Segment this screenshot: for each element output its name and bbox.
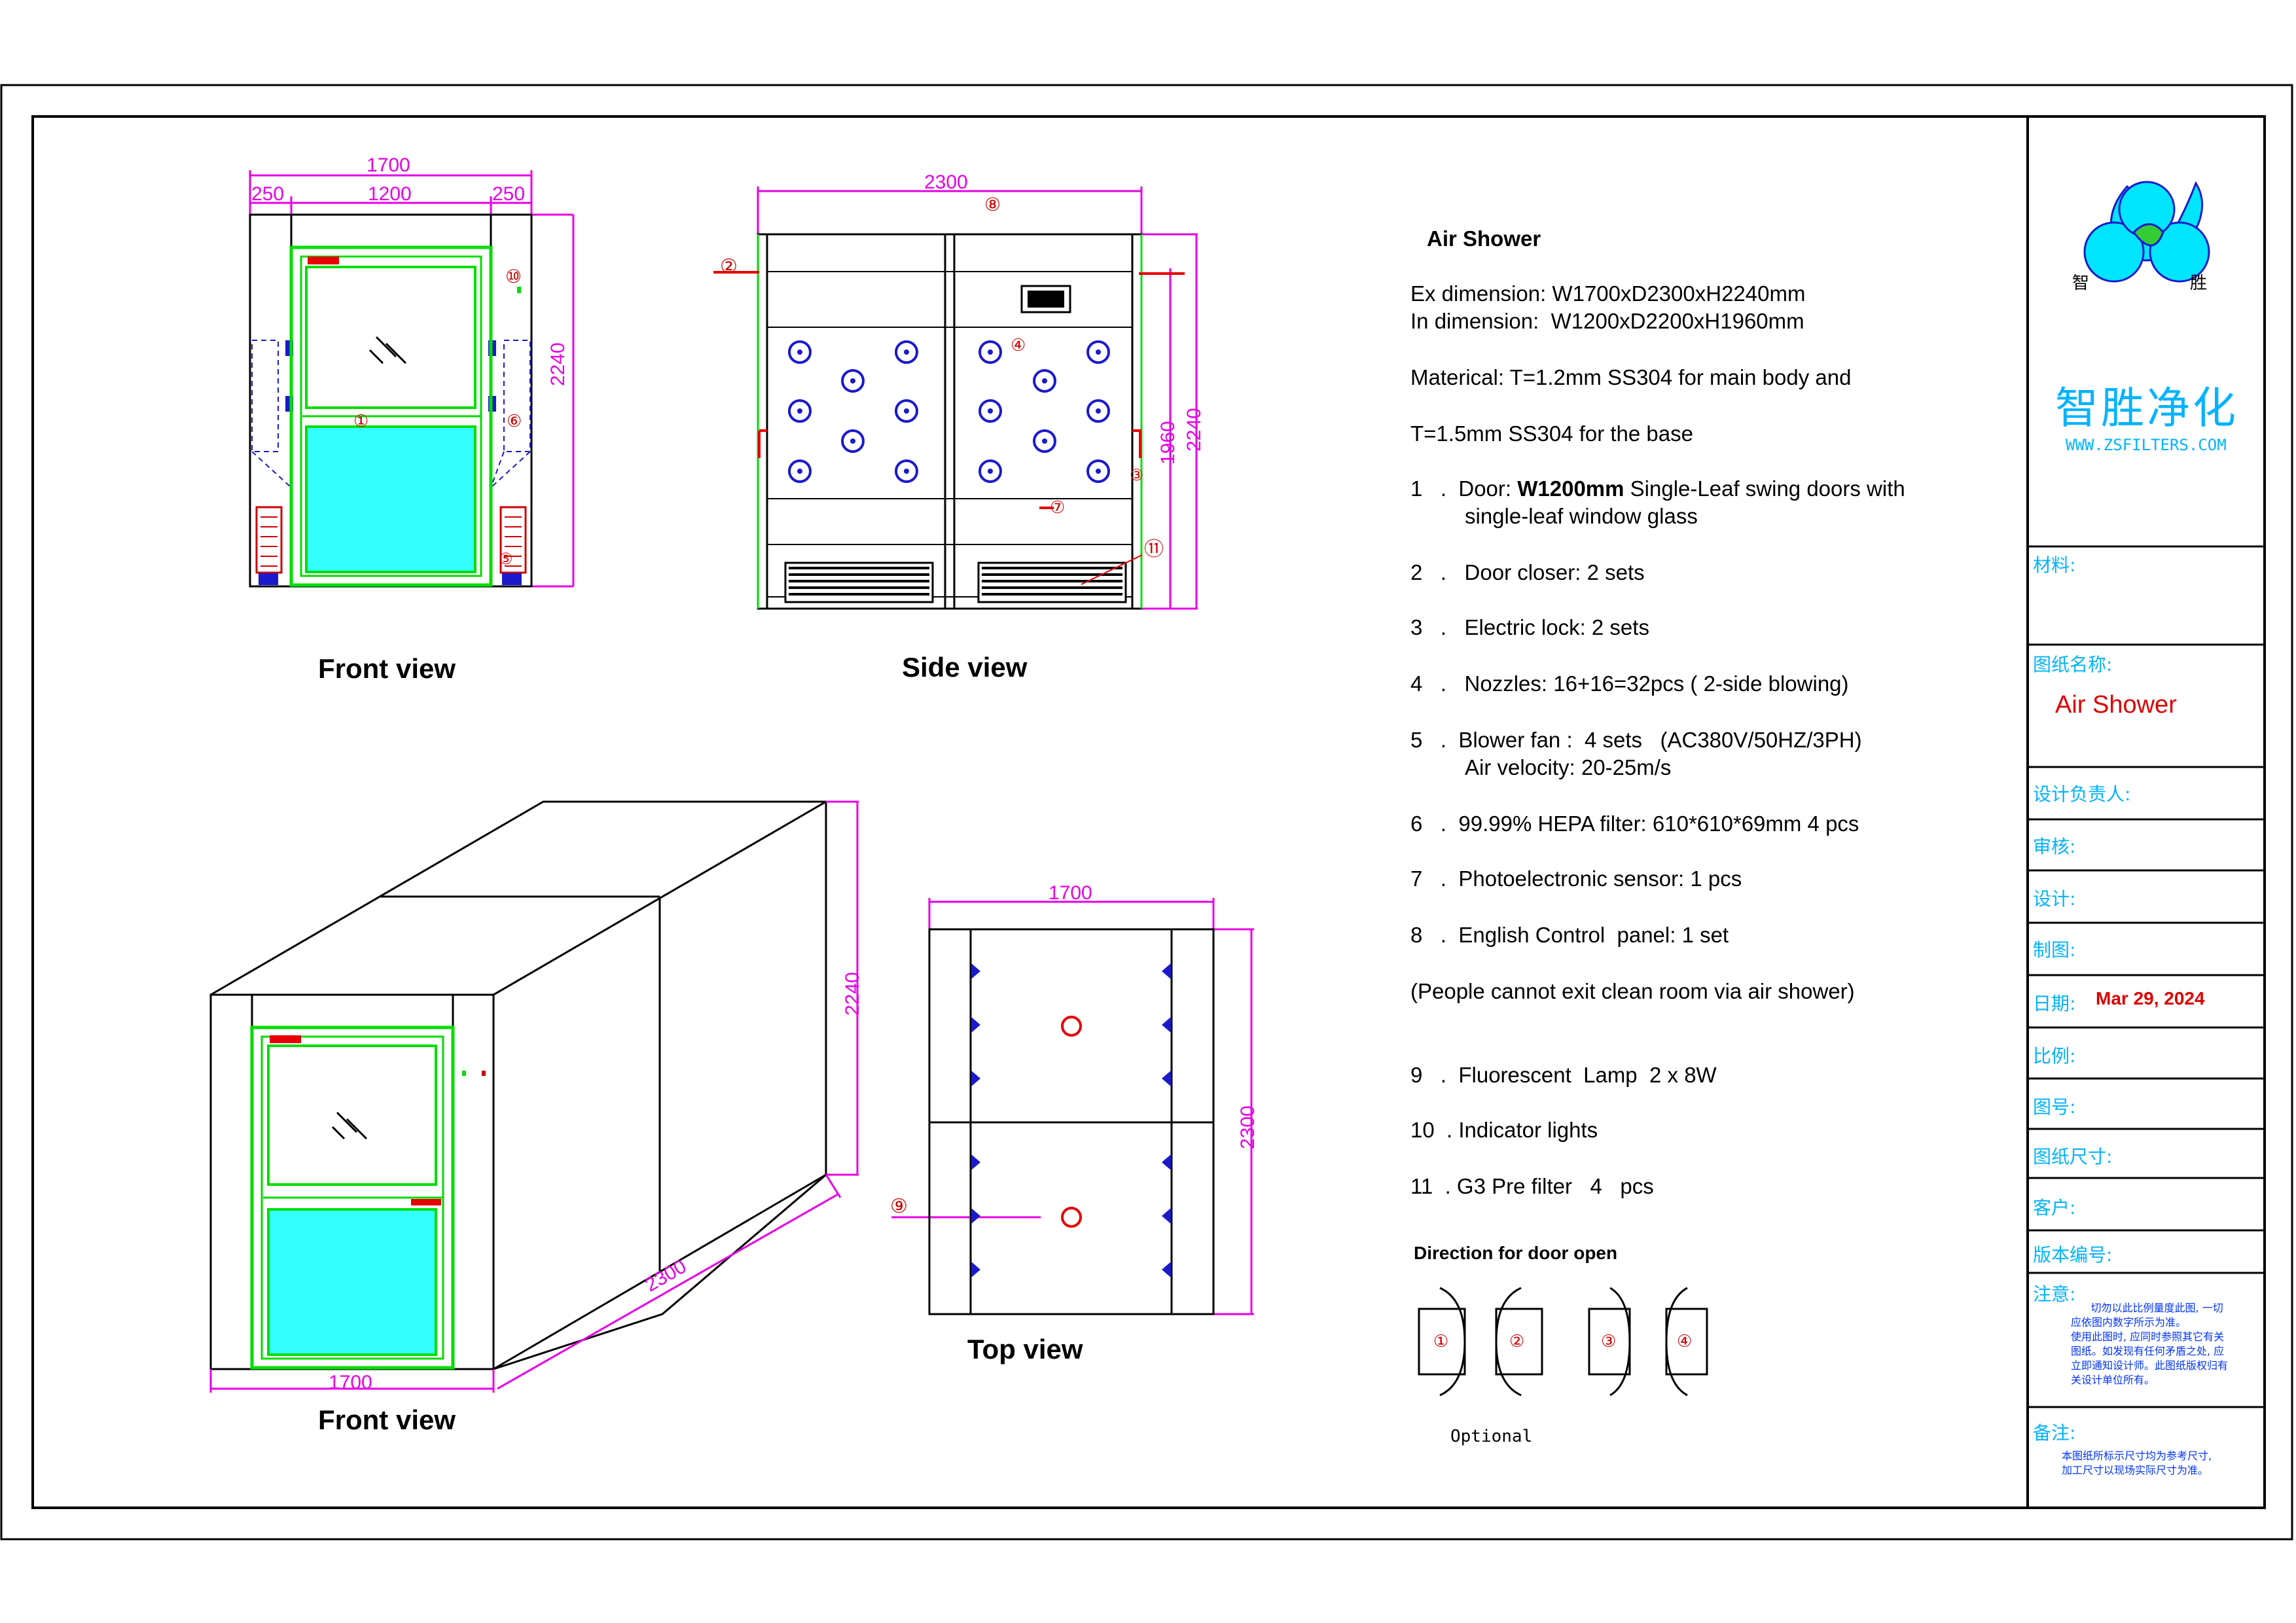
spec-item-1: 1 . Door: W1200mm Single-Leaf swing door… — [1410, 475, 2000, 503]
callout-4: ④ — [1011, 335, 1026, 355]
drawing-name-label: 图纸名称: — [2033, 654, 2113, 675]
side-view-drawing — [713, 187, 1198, 610]
side-height-dim: 2240 — [1183, 408, 1205, 452]
door-dir-3: ③ — [1601, 1331, 1617, 1351]
spec-note: (People cannot exit clean room via air s… — [1410, 979, 1855, 1003]
spec-material-1: Materical: T=1.2mm SS304 for main body a… — [1410, 365, 1852, 389]
spec-item-10: 10 . Indicator lights — [1410, 1118, 1598, 1142]
logo-char-left: 智 — [2072, 274, 2090, 293]
spec-item-5: 5 . Blower fan : 4 sets (AC380V/50HZ/3PH… — [1410, 728, 1862, 752]
optional-label: Optional — [1450, 1427, 1533, 1446]
spec-item-7: 7 . Photoelectronic sensor: 1 pcs — [1410, 866, 1742, 891]
sheet-size-label: 图纸尺寸: — [2033, 1146, 2113, 1168]
iso-dimensions — [209, 800, 859, 1393]
door-dir-4: ④ — [1677, 1331, 1693, 1351]
callout-7: ⑦ — [1050, 497, 1066, 517]
remark-label: 备注: — [2033, 1422, 2076, 1444]
spec-item-1-num: 1 . — [1410, 476, 1447, 501]
spec-item-11: 11 . G3 Pre filter 4 pcs — [1410, 1174, 1654, 1198]
door-direction-icons — [1418, 1287, 1708, 1397]
remark-text: 本图纸所标示尺寸均为参考尺寸, 加工尺寸以现场实际尺寸为准。 — [2062, 1450, 2212, 1476]
top-view-caption: Top view — [967, 1334, 1083, 1364]
drawing-name: Air Shower — [2055, 691, 2177, 719]
spec-item-8: 8 . English Control panel: 1 set — [1410, 923, 1729, 947]
spec-item-2: 2 . Door closer: 2 sets — [1410, 560, 1645, 584]
outer-border — [0, 84, 2293, 1541]
spec-item-6: 6 . 99.99% HEPA filter: 610*610*69mm 4 p… — [1410, 812, 1859, 836]
draft-label: 制图: — [2033, 939, 2076, 961]
version-label: 版本编号: — [2033, 1244, 2113, 1266]
scale-label: 比例: — [2033, 1045, 2076, 1067]
notice-label: 注意: — [2033, 1283, 2076, 1305]
callout-5: ⑤ — [499, 550, 513, 568]
iso-width-dim: 1700 — [329, 1372, 372, 1393]
spec-item-1-post: Single-Leaf swing doors with — [1624, 476, 1905, 501]
spec-in-dim: In dimension: W1200xD2200xH1960mm — [1410, 309, 1804, 333]
side-view-caption: Side view — [902, 652, 1028, 683]
callout-1: ① — [353, 411, 369, 431]
spec-item-4: 4 . Nozzles: 16+16=32pcs ( 2-side blowin… — [1410, 671, 1849, 696]
client-label: 客户: — [2033, 1197, 2076, 1219]
spec-item-5-line2: Air velocity: 20-25m/s — [1465, 755, 1672, 779]
top-width-dim: 1700 — [1049, 882, 1092, 904]
door-dir-2: ② — [1509, 1331, 1525, 1351]
iso-height-dim: 2240 — [842, 972, 863, 1016]
review-label: 审核: — [2033, 836, 2076, 857]
iso-view-caption: Front view — [318, 1404, 456, 1435]
drawing-no-label: 图号: — [2033, 1096, 2076, 1118]
iso-door — [250, 1026, 486, 1370]
date-value: Mar 29, 2024 — [2096, 988, 2205, 1008]
callout-8: ⑧ — [984, 194, 1001, 215]
material-label: 材料: — [2033, 554, 2076, 576]
front-height-dim: 2240 — [547, 342, 569, 386]
spec-ex-dim: Ex dimension: W1700xD2300xH2240mm — [1410, 281, 1806, 306]
spec-item-3: 3 . Electric lock: 2 sets — [1410, 615, 1649, 639]
callout-9: ⑨ — [890, 1196, 908, 1217]
front-view-drawing — [249, 170, 575, 588]
front-width-dim: 1700 — [367, 154, 410, 176]
callout-3: ③ — [1130, 467, 1144, 484]
callout-10: ⑩ — [505, 266, 522, 287]
front-right-dim: 250 — [492, 183, 526, 205]
door-direction-title: Direction for door open — [1414, 1243, 1618, 1263]
spec-material-2: T=1.5mm SS304 for the base — [1410, 421, 1693, 446]
callout-11: ⑪ — [1144, 539, 1164, 560]
notice-text: 切勿以此比例量度此图, 一切 应依图内数字所示为准。 使用此图时, 应同时参照其… — [2071, 1302, 2229, 1386]
date-label: 日期: — [2033, 993, 2076, 1014]
top-depth-dim: 2300 — [1237, 1105, 1259, 1149]
callout-2: ② — [720, 256, 738, 277]
door-dir-1: ① — [1433, 1331, 1449, 1351]
design-label: 设计: — [2033, 888, 2076, 910]
spec-item-1-line2: single-leaf window glass — [1465, 504, 1698, 528]
company-website: WWW.ZSFILTERS.COM — [2066, 436, 2227, 454]
spec-item-1-pre: Door: — [1458, 476, 1518, 501]
front-door-dim: 1200 — [368, 183, 412, 205]
spec-title: Air Shower — [1427, 226, 1541, 251]
company-logo — [2083, 181, 2210, 283]
company-name: 智胜净化 — [2055, 383, 2238, 433]
logo-char-right: 胜 — [2190, 274, 2208, 293]
side-depth-dim: 2300 — [924, 171, 968, 193]
inner-border — [31, 115, 2266, 1509]
spec-item-1-bold: W1200mm — [1517, 476, 1624, 501]
callout-6: ⑥ — [507, 411, 522, 431]
spec-item-9: 9 . Fluorescent Lamp 2 x 8W — [1410, 1063, 1717, 1087]
front-left-dim: 250 — [251, 183, 285, 205]
side-inner-height-dim: 1960 — [1157, 421, 1179, 465]
top-view-drawing — [891, 898, 1254, 1315]
front-view-caption: Front view — [318, 653, 456, 684]
designer-lead-label: 设计负责人: — [2033, 783, 2131, 805]
